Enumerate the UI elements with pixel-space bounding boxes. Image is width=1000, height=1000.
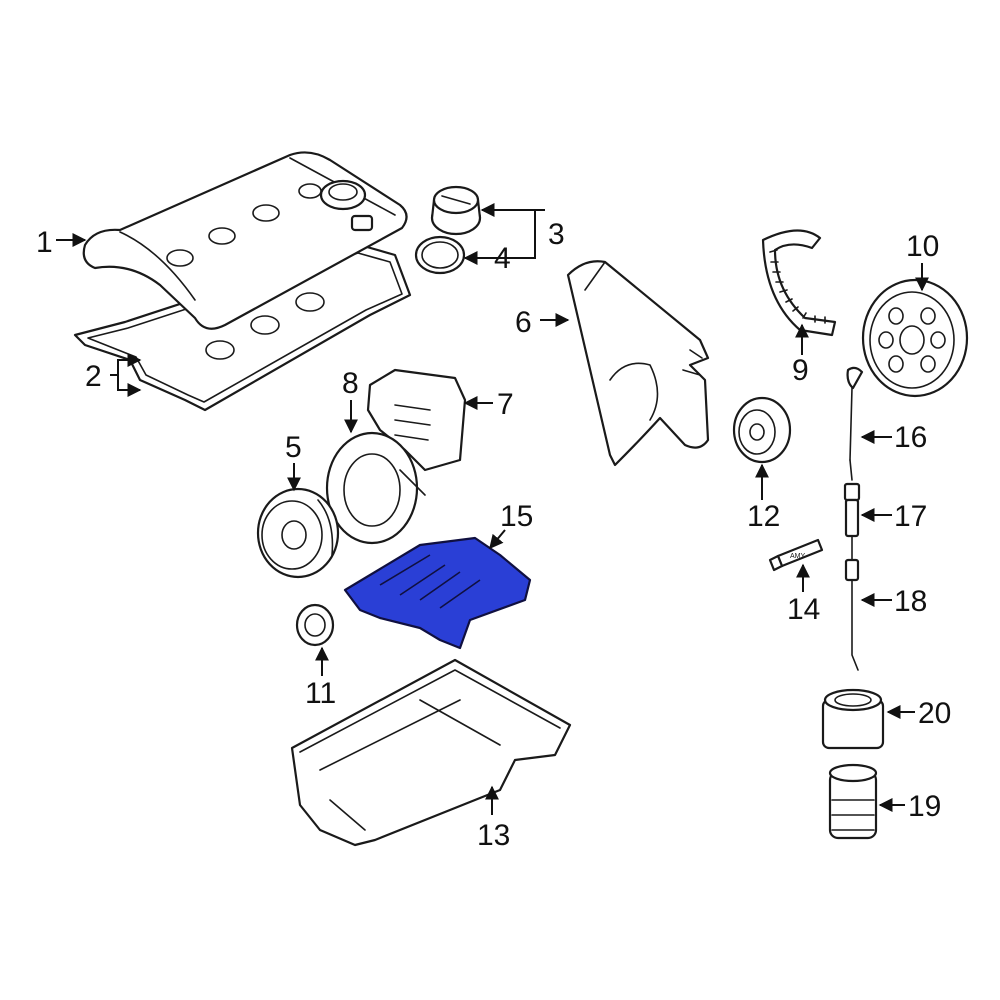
oil-filter[interactable] — [828, 763, 878, 840]
dipstick-tube[interactable] — [843, 459, 861, 671]
callout-labels: 1 2 3 4 5 6 7 8 9 10 11 12 13 14 15 16 1… — [36, 218, 951, 852]
callout-1: 1 — [36, 226, 53, 259]
rear-cover[interactable] — [366, 368, 467, 472]
callout-10: 10 — [906, 230, 939, 263]
oil-baffle-highlighted[interactable] — [343, 536, 532, 650]
timing-cover[interactable] — [566, 260, 710, 467]
callout-11: 11 — [305, 677, 336, 710]
oil-filler-cap[interactable] — [430, 185, 482, 236]
callout-19: 19 — [908, 790, 941, 823]
crankshaft-pulley[interactable] — [256, 487, 340, 579]
crankshaft-seal-flange[interactable] — [325, 431, 426, 545]
oil-pan[interactable] — [290, 658, 572, 847]
camshaft-sprocket[interactable] — [861, 278, 969, 398]
oil-pump-sprocket[interactable] — [295, 603, 335, 647]
callout-12: 12 — [747, 500, 780, 533]
leader-lines — [56, 203, 929, 815]
sealant-tube-label: AMY — [790, 553, 806, 560]
callout-5: 5 — [285, 431, 302, 464]
callout-20: 20 — [918, 697, 951, 730]
callout-3: 3 — [548, 218, 565, 251]
callout-14: 14 — [787, 593, 820, 626]
oil-filter-housing[interactable] — [821, 688, 885, 750]
oil-filler-cap-seal[interactable] — [414, 235, 466, 275]
callout-9: 9 — [792, 354, 809, 387]
callout-18: 18 — [894, 585, 927, 618]
callout-13: 13 — [477, 819, 510, 852]
valve-cover[interactable] — [82, 151, 408, 330]
callout-15: 15 — [500, 500, 533, 533]
callout-7: 7 — [497, 388, 514, 421]
callout-16: 16 — [894, 421, 927, 454]
callout-2: 2 — [85, 360, 102, 393]
dipstick[interactable] — [846, 366, 864, 461]
callout-6: 6 — [515, 306, 532, 339]
belt-tensioner[interactable] — [732, 396, 792, 464]
callout-8: 8 — [342, 367, 359, 400]
timing-belt[interactable] — [761, 229, 837, 337]
callout-4: 4 — [494, 242, 511, 275]
sealant-tube[interactable]: AMY — [768, 538, 824, 572]
callout-17: 17 — [894, 500, 927, 533]
